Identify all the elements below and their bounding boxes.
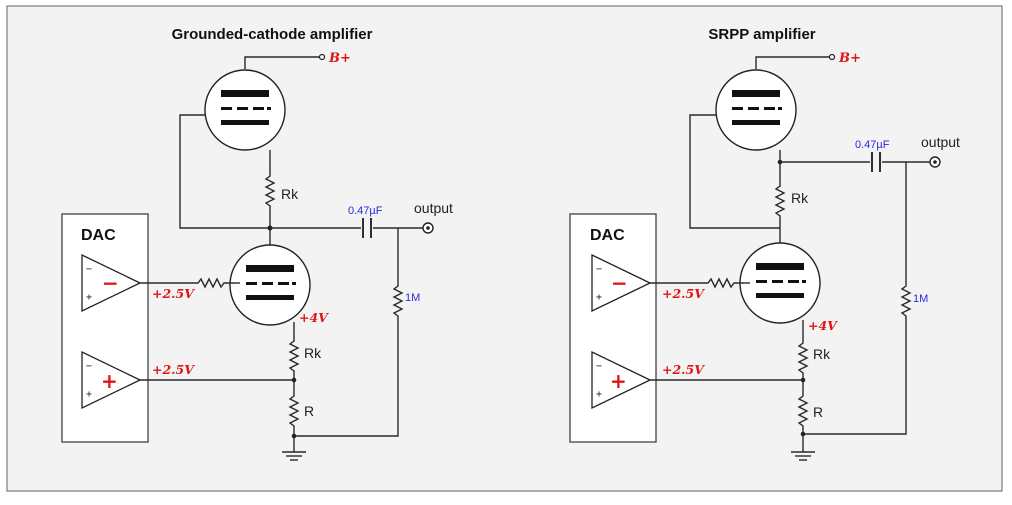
grounded-cathode-circuit: Grounded-cathode amplifier B+ Rk 0.47µF … (61, 26, 453, 461)
opamp-plus-sign: + (86, 292, 92, 303)
capacitor-label: 0.47µF (855, 139, 890, 151)
circuit-title: Grounded-cathode amplifier (172, 26, 373, 43)
grid-voltage-label: +2.5V (662, 286, 705, 301)
opamp-minus-sign: − (596, 361, 602, 372)
cathode-voltage-label: +4V (808, 318, 838, 333)
b-plus-label: B+ (328, 51, 351, 66)
b-plus-label: B+ (838, 51, 861, 66)
opamp-plus-sign: + (596, 292, 602, 303)
upper-triode-icon (715, 69, 797, 151)
opamp-upper-sign: − (102, 271, 119, 295)
rk-lower-label: Rk (304, 345, 322, 361)
opamp-plus-sign: + (86, 389, 92, 400)
ref-voltage-label: +2.5V (662, 362, 705, 377)
lower-triode-icon (739, 242, 821, 324)
grid-voltage-label: +2.5V (152, 286, 195, 301)
capacitor-label: 0.47µF (348, 205, 383, 217)
dac-block (569, 213, 657, 443)
cathode-voltage-label: +4V (299, 310, 329, 325)
upper-triode-icon (204, 69, 286, 151)
lower-triode-icon (229, 244, 311, 326)
opamp-lower-sign: + (101, 369, 118, 393)
dac-label: DAC (590, 227, 625, 244)
output-label: output (414, 200, 453, 216)
diagram-frame (6, 5, 1003, 492)
r-out-label: 1M (405, 292, 420, 304)
opamp-plus-sign: + (596, 389, 602, 400)
opamp-minus-sign: − (86, 361, 92, 372)
opamp-upper-sign: − (611, 271, 628, 295)
rk-lower-label: Rk (813, 346, 831, 362)
r-bottom-label: R (304, 403, 314, 419)
dac-block (61, 213, 149, 443)
rk-upper-label: Rk (791, 190, 809, 206)
ref-voltage-label: +2.5V (152, 362, 195, 377)
opamp-minus-sign: − (86, 264, 92, 275)
output-label: output (921, 134, 960, 150)
rk-upper-label: Rk (281, 186, 299, 202)
dac-label: DAC (81, 227, 116, 244)
opamp-lower-sign: + (610, 369, 627, 393)
circuit-title: SRPP amplifier (708, 26, 815, 43)
r-bottom-label: R (813, 404, 823, 420)
opamp-minus-sign: − (596, 264, 602, 275)
srpp-circuit: SRPP amplifier B+ 0.47µF output 1M Rk +4 (569, 26, 960, 461)
r-out-label: 1M (913, 293, 928, 305)
